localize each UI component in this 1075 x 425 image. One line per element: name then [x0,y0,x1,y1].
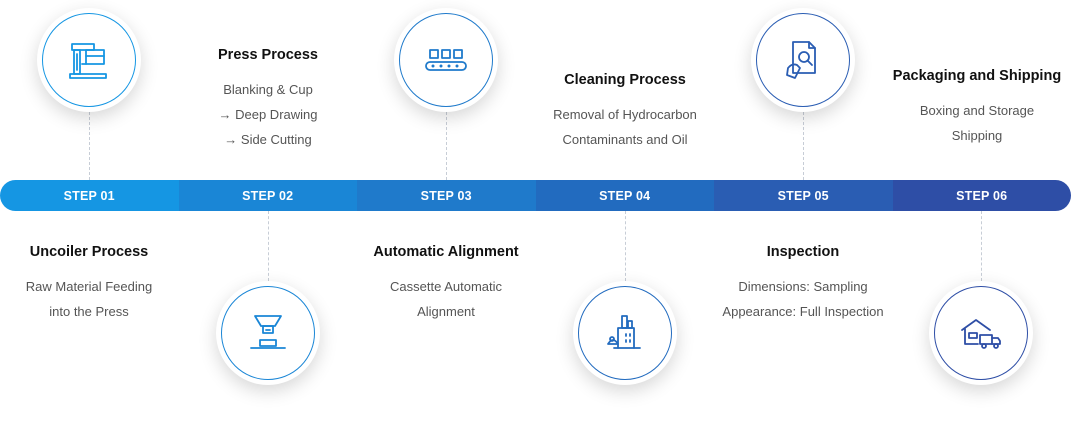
step-icon-circle-3 [394,8,498,112]
step-segment-6: STEP 06 [892,180,1071,211]
step-desc-3-line-1: Cassette Automatic [390,279,502,294]
step-text-6: Packaging and Shipping Boxing and Storag… [877,68,1075,148]
step-title-3: Automatic Alignment [373,244,519,260]
step-timeline-bar: STEP 01 STEP 02 STEP 03 STEP 04 STEP 05 … [0,180,1071,211]
step-label-4: STEP 04 [599,188,651,203]
step-title-2: Press Process [218,47,318,63]
step-desc-6-line-2: Shipping [951,128,1003,143]
step-icon-circle-5 [751,8,855,112]
connector-6 [981,211,982,281]
step-segment-3: STEP 03 [357,180,536,211]
step-icon-circle-1 [37,8,141,112]
step-label-6: STEP 06 [956,188,1008,203]
step-desc-4-line-1: Removal of Hydrocarbon [553,107,697,122]
step-desc-2-line-1: Blanking & Cup [223,82,313,97]
warehouse-truck-icon [961,319,1001,349]
document-magnifier-icon [786,41,816,79]
step-desc-2-line-2: → Deep Drawing [218,107,318,122]
step-text-5: Inspection Dimensions: Sampling Appearan… [703,244,903,324]
step-text-4: Cleaning Process Removal of Hydrocarbon … [525,72,725,152]
step-desc-5-line-1: Dimensions: Sampling [738,279,868,294]
step-desc-1-line-1: Raw Material Feeding [25,279,153,294]
step-label-2: STEP 02 [242,188,294,203]
step-text-1: Uncoiler Process Raw Material Feeding in… [0,244,189,324]
step-desc-1-line-2: into the Press [49,304,129,319]
step-title-6: Packaging and Shipping [892,68,1062,84]
step-title-1: Uncoiler Process [29,244,149,260]
step-icon-circle-2 [216,281,320,385]
step-desc-6-line-1: Boxing and Storage [919,103,1035,118]
step-icon-circle-6 [929,281,1033,385]
step-label-3: STEP 03 [420,188,472,203]
connector-1 [89,112,90,180]
step-desc-3-line-2: Alignment [417,304,475,319]
connector-5 [803,112,804,180]
uncoiler-press-icon [69,43,107,79]
step-title-5: Inspection [766,244,840,260]
step-desc-5-line-2: Appearance: Full Inspection [722,304,884,319]
press-die-icon [250,315,286,349]
connector-2 [268,211,269,281]
step-text-2: Press Process Blanking & Cup → Deep Draw… [168,47,368,152]
step-text-3: Automatic Alignment Cassette Automatic A… [346,244,546,324]
step-label-5: STEP 05 [777,188,829,203]
step-icon-circle-4 [573,281,677,385]
step-segment-2: STEP 02 [178,180,357,211]
conveyor-belt-icon [425,49,467,71]
connector-4 [625,211,626,281]
step-label-1: STEP 01 [63,188,115,203]
step-title-4: Cleaning Process [564,72,686,88]
step-segment-1: STEP 01 [0,180,179,211]
connector-3 [446,112,447,180]
factory-cleaning-icon [607,315,641,349]
step-segment-4: STEP 04 [535,180,714,211]
step-desc-2-line-3: → Side Cutting [224,132,312,147]
step-desc-4-line-2: Contaminants and Oil [562,132,688,147]
step-segment-5: STEP 05 [714,180,893,211]
